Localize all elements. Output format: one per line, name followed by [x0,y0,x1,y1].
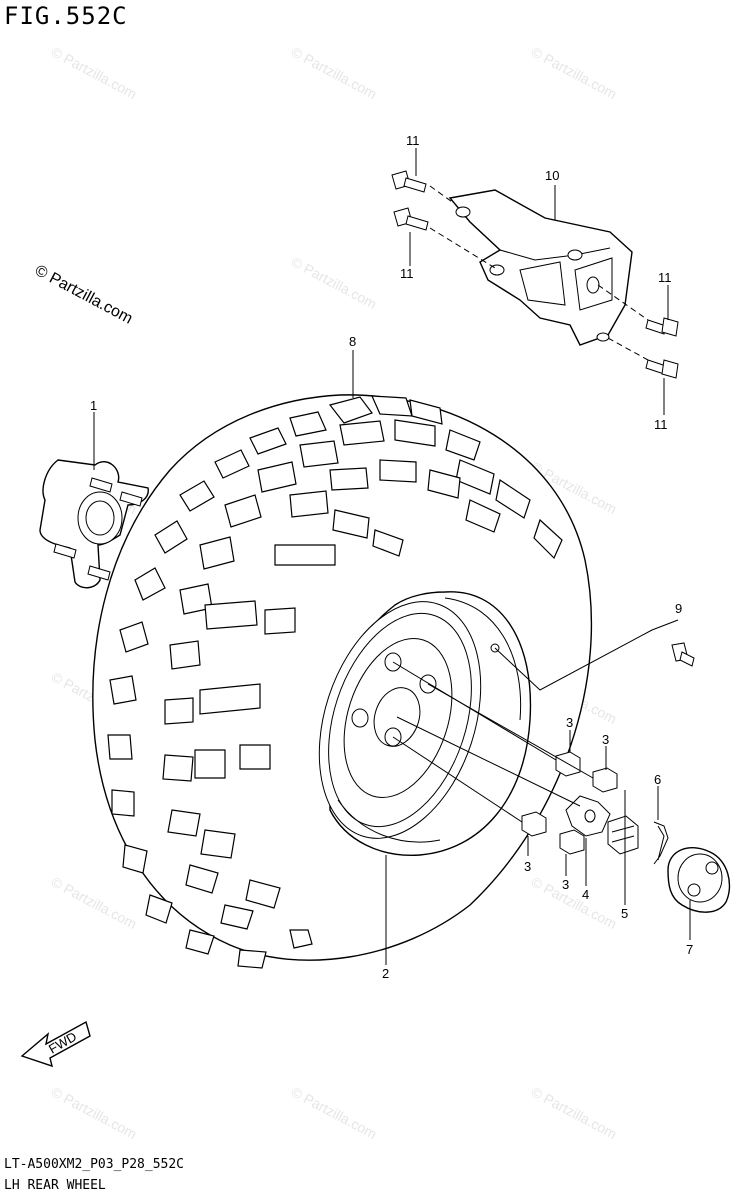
callout-nut: 3 [562,877,569,892]
watermark: © Partzilla.com [49,874,140,932]
callout-nut: 3 [602,732,609,747]
castle-nut-part[interactable] [607,815,639,855]
callout-castle-nut: 5 [621,906,628,921]
callout-cotter-pin: 6 [654,772,661,787]
callout-bracket: 10 [545,168,559,183]
callout-nut: 3 [524,859,531,874]
watermark: © Partzilla.com [529,1084,620,1142]
callout-valve: 9 [675,601,682,616]
washer-part[interactable] [565,795,611,837]
watermark: © Partzilla.com [289,1084,380,1142]
wheel-nut-part[interactable] [592,767,618,793]
callout-bolt: 11 [400,266,414,281]
watermark: © Partzilla.com [289,254,380,312]
leader-lines [93,148,691,965]
cotter-pin-part[interactable] [653,821,669,865]
callout-bolt: 11 [658,270,672,285]
forward-arrow-icon: FWD [20,1020,91,1068]
wheel-nut-part[interactable] [521,811,547,837]
callout-bolt: 11 [654,417,668,432]
hub-cap-part[interactable] [667,847,731,913]
bracket-part[interactable] [448,189,633,346]
wheel-hub-part[interactable] [39,459,149,589]
callout-cap: 7 [686,942,693,957]
callout-nut: 3 [566,715,573,730]
callout-bolt: 11 [406,133,420,148]
tire-tread [107,395,563,969]
valve-stem-part[interactable] [671,642,695,667]
footer-diagram-code: LT-A500XM2_P03_P28_552C [4,1157,185,1172]
callout-wheel: 2 [382,966,389,981]
callout-washer: 4 [582,887,589,902]
callout-tire: 8 [349,334,356,349]
watermark: © Partzilla.com [529,874,620,932]
callout-hub: 1 [90,398,97,413]
bolt-part[interactable] [645,317,679,337]
bolt-part[interactable] [645,359,679,379]
bolt-part[interactable] [393,207,429,231]
watermark: © Partzilla.com [49,44,140,102]
watermark: © Partzilla.com [289,44,380,102]
watermark: © Partzilla.com [49,1084,140,1142]
wheel-nut-part[interactable] [559,829,585,855]
bolt-part[interactable] [391,170,427,193]
watermark: © Partzilla.com [529,44,620,102]
figure-title: FIG.552C [4,2,128,30]
footer-diagram-name: LH REAR WHEEL [4,1178,106,1193]
callout-labels: 1 2 3 3 3 3 4 5 6 7 8 9 10 11 11 11 11 [90,133,693,981]
